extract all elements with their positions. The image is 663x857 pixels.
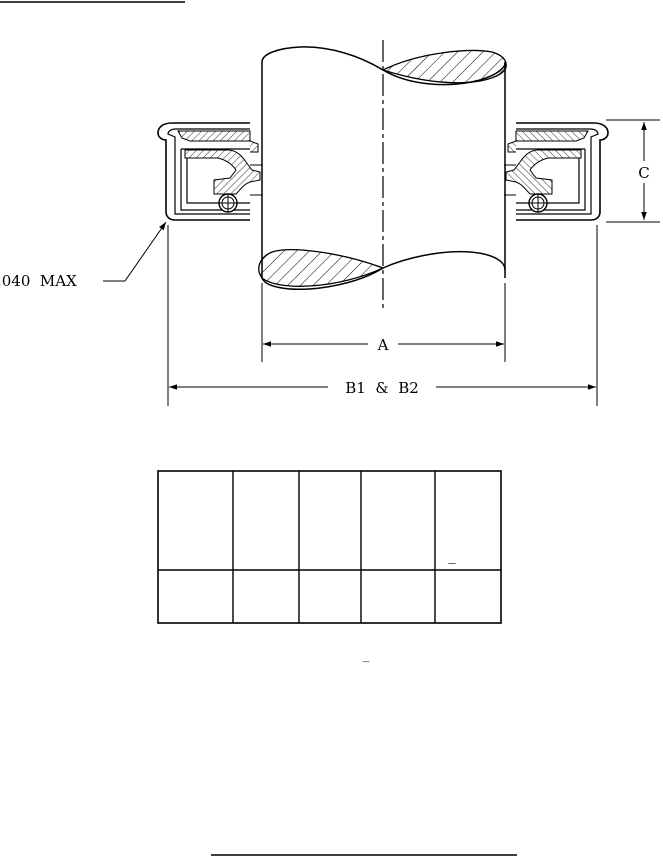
label-a: A <box>377 336 389 354</box>
dimension-b <box>167 225 598 406</box>
dimension-a <box>261 283 506 362</box>
label-c: C <box>638 164 649 182</box>
shaft <box>258 46 507 291</box>
footnote-mark: _ <box>363 648 370 663</box>
seal-right <box>504 122 609 221</box>
label-clearance: .040 MAX <box>0 272 77 290</box>
seal-left <box>157 122 262 221</box>
dimension-c <box>606 119 660 223</box>
clearance-leader <box>124 221 167 282</box>
dimension-table <box>157 470 502 624</box>
label-b: B1 & B2 <box>345 379 419 397</box>
table-header-mark: _ <box>448 546 456 564</box>
